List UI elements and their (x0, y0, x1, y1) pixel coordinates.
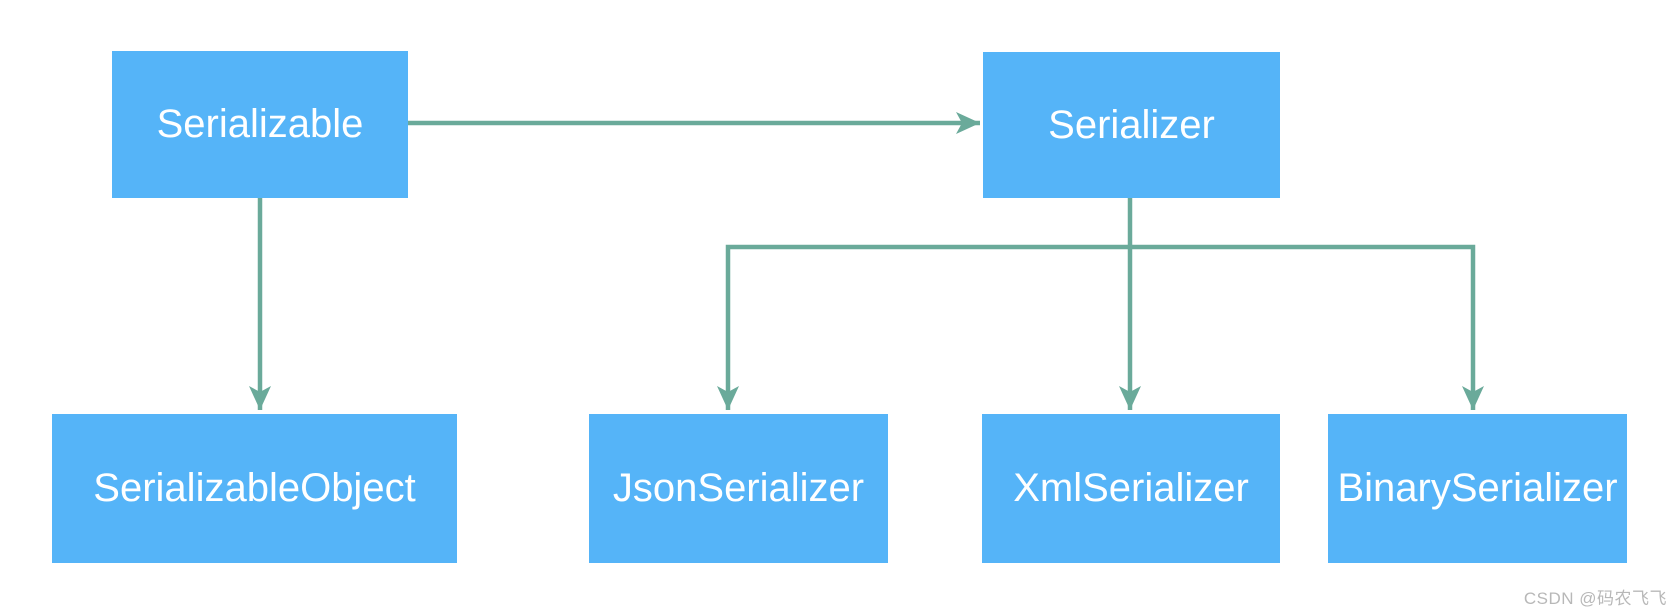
node-serializer-label: Serializer (1048, 102, 1215, 147)
edge-serializer-to-binaryserializer (1130, 244, 1484, 410)
node-json-serializer: JsonSerializer (589, 414, 888, 563)
watermark: CSDN @码农飞飞 (1523, 589, 1667, 608)
node-serializable-label: Serializable (156, 102, 364, 146)
edge-serializer-to-jsonserializer (717, 244, 1130, 410)
node-serializable-object: SerializableObject (52, 414, 457, 563)
node-xml-serializer: XmlSerializer (982, 414, 1280, 563)
node-json-serializer-label: JsonSerializer (612, 466, 865, 510)
node-serializable-object-label: SerializableObject (93, 466, 416, 510)
node-binary-serializer-label: BinarySerializer (1337, 466, 1618, 510)
node-serializer: Serializer (983, 52, 1280, 198)
node-serializable: Serializable (112, 51, 408, 198)
node-binary-serializer: BinarySerializer (1328, 414, 1627, 563)
node-xml-serializer-label: XmlSerializer (1013, 466, 1249, 510)
